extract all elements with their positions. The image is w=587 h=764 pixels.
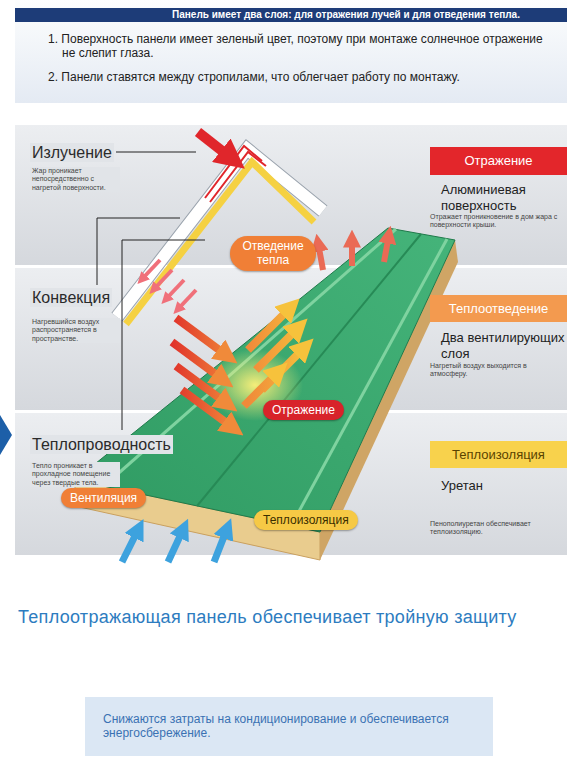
color-box: Теплоизоляция [430,441,567,468]
note-text: Нагревшийся воздух распространяется в пр… [30,318,120,343]
air-arrow [168,534,181,562]
section-foil [210,152,266,202]
summary-text: Снижаются затраты на кондиционирование и… [103,712,475,741]
exhaust-arrow [349,244,355,266]
color-box: Отражение [430,147,567,175]
side-marker [0,415,12,455]
leader-line [116,152,196,153]
callout-label: Отражение [272,403,335,417]
panel-ridge [291,239,447,526]
callout-circle: Отражение [263,400,344,420]
panel-ridge [197,234,421,506]
exhaust-arrow [384,240,388,262]
material-name: Два вентилирующих слоя [441,330,571,361]
summary-box: Снижаются затраты на кондиционирование и… [85,697,493,756]
callout-label: Отведение тепла [239,239,307,268]
radiation-arrow [198,132,226,154]
box-label: Теплоизоляция [452,447,545,463]
color-box: Теплоотведение [430,295,567,322]
header-bar: Панель имеет два слоя: для отражения луч… [15,8,567,22]
list-item: 2. Панели ставятся между стропилами, что… [48,70,558,84]
section-band: ТеплопроводностьТепло проникает в прохла… [15,413,567,555]
leader-line [122,240,205,430]
list-item: 1. Поверхность панели имеет зеленый цвет… [48,32,558,61]
caption-text: Теплоотражающая панель обеспечивает трой… [18,607,517,628]
air-arrow [214,534,225,562]
note-text: Жар проникает непосредственно с нагретой… [30,167,120,192]
note-text: Пенополиуретан обеспечивает теплоизоляци… [430,520,570,537]
green-panel [75,228,455,532]
section-heading: Конвекция [30,288,112,307]
callout-label: Теплоизоляция [263,513,349,527]
air-arrow [122,534,136,562]
heat-arrow [182,390,228,424]
material-name: Уретан [441,478,571,494]
callout-circle: Теплоизоляция [254,510,358,530]
small-arrow [156,270,172,287]
small-arrow [168,280,184,297]
leader-line [97,218,180,285]
note-text: Тепло проникает в прохладное помещение ч… [30,462,120,487]
section-insulation [126,162,314,324]
small-arrow [180,290,196,307]
section-heading: Теплопроводность [30,435,173,454]
box-label: Теплоотведение [449,301,549,317]
exhaust-arrow [319,248,323,270]
section-band: КонвекцияНагревшийся воздух распространя… [15,268,567,410]
material-name: Алюминиевая поверхность [441,182,571,213]
callout-label: Вентиляция [70,491,137,505]
note-text: Нагретый воздух выходится в атмосферу. [430,362,565,379]
box-label: Отражение [464,153,532,169]
section-heading: Излучение [30,143,114,162]
note-text: Отражает проникновение в дом жара с пове… [430,213,565,230]
small-arrow [144,260,160,277]
callout-circle: Вентиляция [61,488,146,508]
callout-circle: Отведение тепла [230,236,316,271]
